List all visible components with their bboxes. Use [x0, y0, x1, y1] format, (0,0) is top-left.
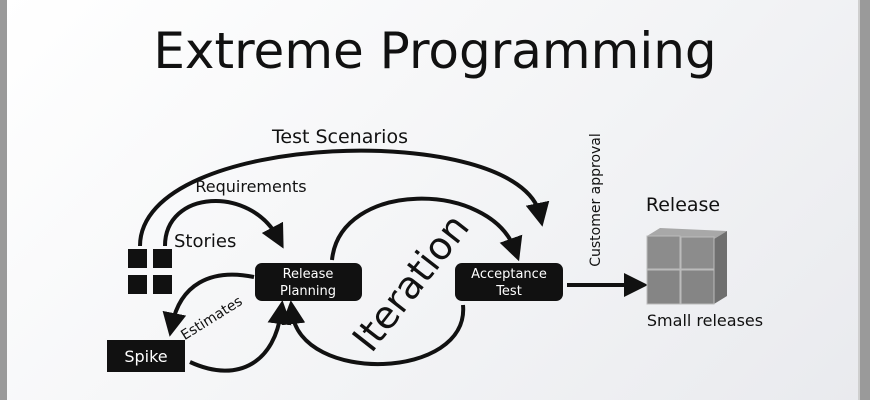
release-label: Release — [646, 194, 720, 216]
release-planning-line2: Planning — [280, 284, 336, 299]
estimates-label: Estimates — [178, 294, 245, 344]
spike-node: Spike — [107, 340, 185, 372]
release-planning-line1: Release — [283, 267, 334, 282]
spike-label: Spike — [124, 347, 167, 366]
iteration-bottom-arrow — [281, 300, 466, 366]
requirements-arrow — [163, 198, 284, 249]
small-releases-label: Small releases — [647, 311, 763, 330]
estimates-arrow — [162, 272, 255, 337]
test-scenarios-arrow — [138, 148, 550, 247]
acceptance-test-line1: Acceptance — [471, 267, 547, 282]
iteration-top-arrow — [330, 196, 523, 262]
spike-to-planning-arrow — [189, 300, 292, 373]
acceptance-test-line2: Test — [495, 284, 522, 299]
test-scenarios-label: Test Scenarios — [271, 126, 408, 148]
right-border — [858, 0, 870, 400]
left-border — [0, 0, 7, 400]
stories-label: Stories — [174, 231, 236, 252]
requirements-label: Requirements — [195, 177, 306, 196]
release-planning-node: Release Planning — [255, 263, 362, 301]
page-title: Extreme Programming — [153, 22, 716, 80]
story-cards-icon — [128, 249, 172, 294]
release-cube-icon — [646, 228, 727, 305]
acceptance-test-node: Acceptance Test — [455, 263, 563, 301]
customer-approval-label: Customer approval — [588, 133, 604, 267]
